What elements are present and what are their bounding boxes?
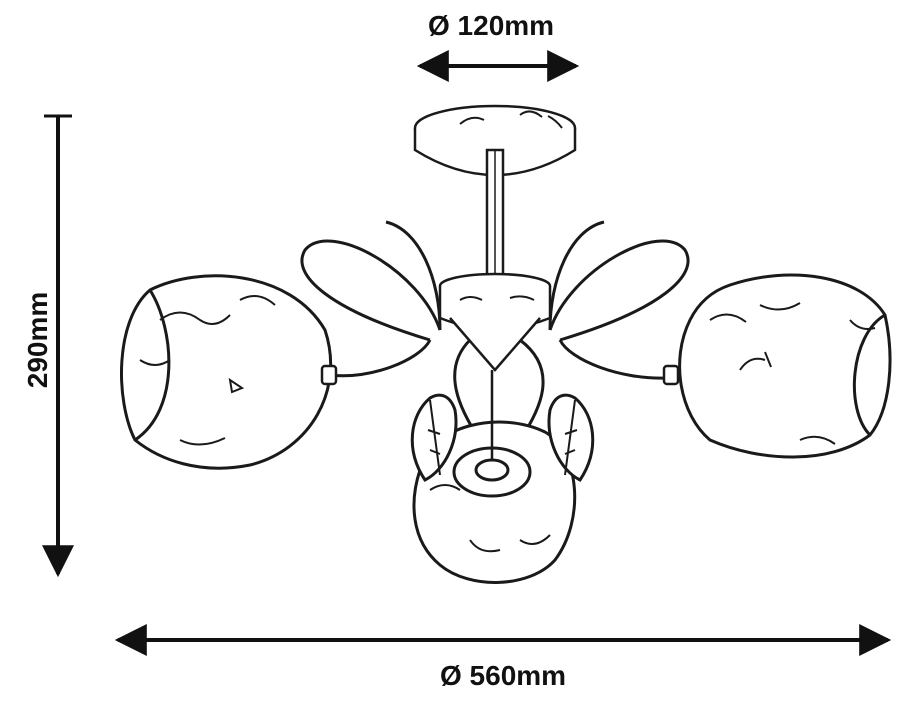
- height-label: 290mm: [22, 291, 53, 389]
- right-shade: [678, 273, 892, 459]
- center-shade: [412, 370, 577, 584]
- ceiling-canopy: [413, 104, 577, 177]
- dimension-arrow-left: [42, 114, 74, 578]
- right-leaf: [547, 393, 595, 482]
- bottom-diameter-label: Ø 560mm: [440, 660, 567, 691]
- shade-collars: [320, 364, 680, 386]
- left-leaf: [410, 393, 458, 482]
- central-hub: [438, 272, 552, 372]
- lamp-stem: [485, 148, 505, 282]
- decorative-arms: [300, 220, 690, 441]
- left-shade: [119, 274, 333, 470]
- top-diameter-label: Ø 120mm: [428, 10, 555, 41]
